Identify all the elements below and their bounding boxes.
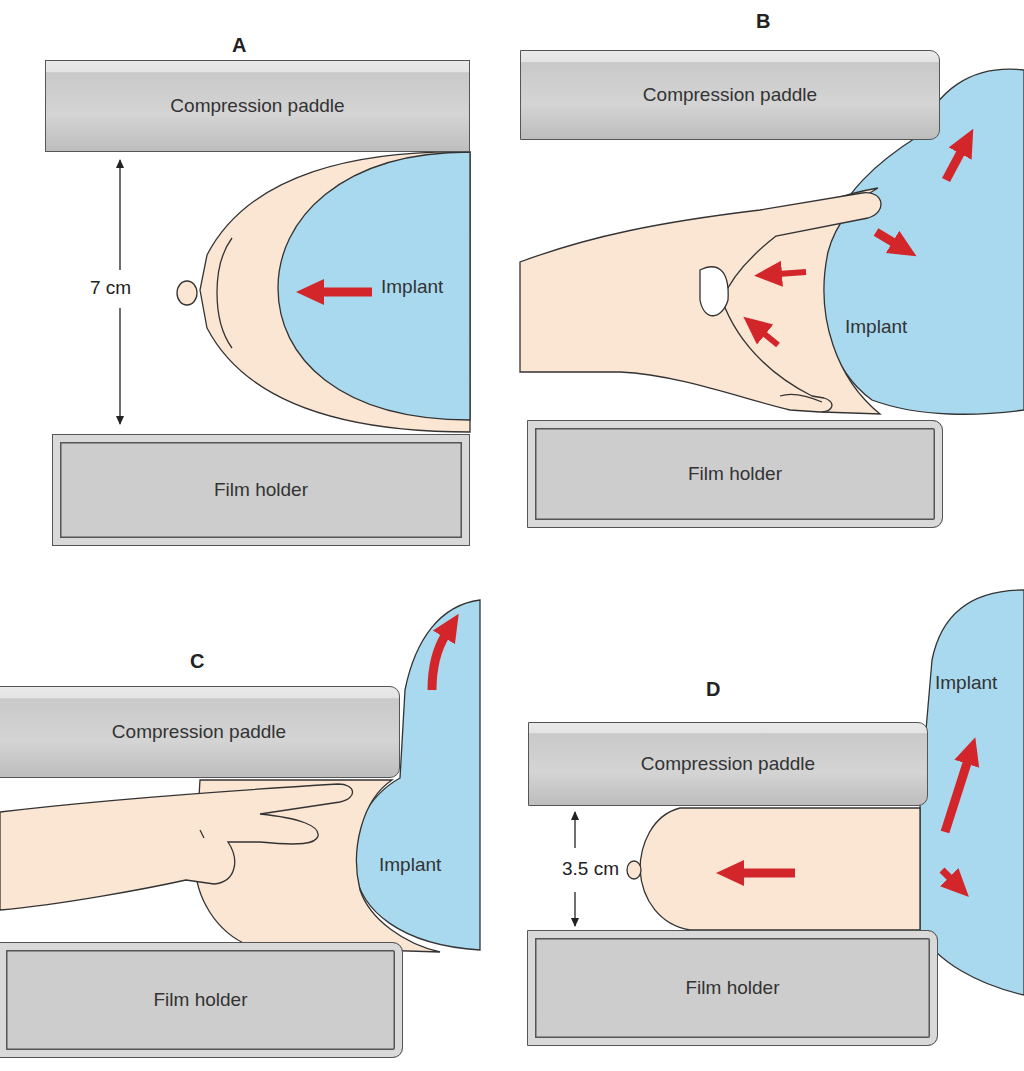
film-holder: Film holder	[527, 420, 943, 528]
node-text: Implant	[379, 854, 441, 876]
compression-paddle: Compression paddle	[520, 50, 940, 140]
node-text: Compression paddle	[112, 721, 286, 743]
node-text: Implant	[935, 672, 997, 694]
dimension-label: 3.5 cm	[560, 858, 621, 880]
compression-paddle: Compression paddle	[528, 722, 928, 806]
implant-label: Implant	[842, 314, 910, 340]
panel-letter: C	[190, 650, 204, 673]
panel-letter: D	[706, 678, 720, 701]
node-text: Compression paddle	[641, 753, 815, 775]
node-text: Film holder	[214, 479, 308, 501]
compression-paddle: Compression paddle	[45, 60, 470, 152]
dimension-label: 7 cm	[88, 277, 133, 299]
node-text: Implant	[381, 276, 443, 298]
node-text: Implant	[845, 316, 907, 338]
implant-label: Implant	[378, 274, 446, 300]
implant-label: Implant	[376, 852, 444, 878]
film-holder: Film holder	[0, 942, 403, 1058]
node-text: Compression paddle	[643, 84, 817, 106]
node-text: Film holder	[686, 977, 780, 999]
node-text: Film holder	[154, 989, 248, 1011]
panel-letter: B	[756, 10, 770, 33]
panel-letter: A	[232, 34, 246, 57]
node-text: Film holder	[688, 463, 782, 485]
node-text: Compression paddle	[170, 95, 344, 117]
film-holder: Film holder	[527, 930, 938, 1046]
implant-label: Implant	[932, 670, 1000, 696]
film-holder: Film holder	[52, 434, 470, 546]
compression-paddle: Compression paddle	[0, 686, 400, 778]
